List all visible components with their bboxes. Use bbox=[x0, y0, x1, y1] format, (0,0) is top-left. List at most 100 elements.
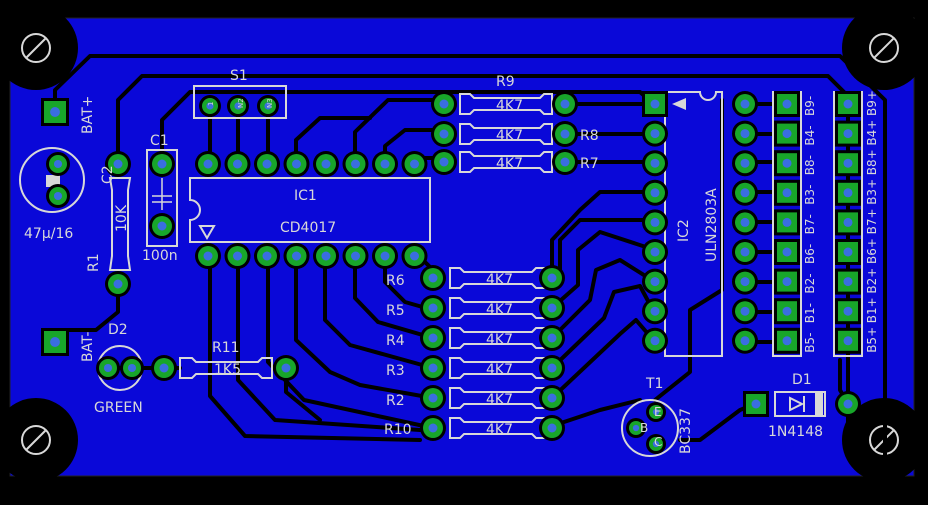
pad-r-low-right-1 bbox=[539, 295, 565, 321]
label-r9-value: 4K7 bbox=[496, 98, 523, 114]
pad-r-top-right-1 bbox=[552, 121, 578, 147]
label-r5-value: 4K7 bbox=[486, 302, 513, 318]
pad-d1-k bbox=[743, 391, 769, 417]
pad-ic2-right-9 bbox=[732, 327, 758, 354]
pad-ic1-bottom-3 bbox=[254, 243, 280, 269]
pad-ic2-left-9 bbox=[642, 327, 668, 354]
conn-label-plus-6: B6+ bbox=[865, 238, 879, 264]
pad-conn-plus-9 bbox=[835, 327, 861, 354]
pad-ic2-right-3 bbox=[732, 150, 758, 177]
label-r6-value: 4K7 bbox=[486, 272, 513, 288]
pad-r-top-left-0 bbox=[431, 91, 457, 117]
pad-ic2-left-7 bbox=[642, 268, 668, 295]
pad-conn-minus-3 bbox=[774, 150, 800, 177]
pad-conn-minus-5 bbox=[774, 209, 800, 236]
pad-t1-c bbox=[646, 434, 666, 454]
pad-ic2-left-3 bbox=[642, 150, 668, 177]
label-r4: R4 bbox=[386, 333, 405, 349]
pad-ic2-right-4 bbox=[732, 179, 758, 206]
silk-text: S1 1 N2 N3 BAT+ BAT- C2 47µ/16 C1 100n R… bbox=[24, 68, 823, 454]
label-d1: D1 bbox=[792, 372, 812, 388]
label-r3-value: 4K7 bbox=[486, 362, 513, 378]
pad-ic2-right-8 bbox=[732, 298, 758, 325]
pad-ic1-top-7 bbox=[372, 151, 398, 177]
silk-marks bbox=[46, 98, 823, 416]
pad-c2-pos bbox=[46, 152, 70, 176]
pad-r-top-right-2 bbox=[552, 149, 578, 175]
pad-d1-a bbox=[835, 391, 861, 417]
pad-ic1-bottom-6 bbox=[342, 243, 369, 269]
label-r11-value: 1K5 bbox=[214, 362, 241, 378]
pad-conn-plus-7 bbox=[835, 268, 861, 295]
label-r1-value: 10K bbox=[114, 204, 130, 232]
pad-ic2-right-7 bbox=[732, 268, 758, 295]
label-s1-pin2: N2 bbox=[237, 98, 245, 108]
pad-conn-plus-3 bbox=[835, 150, 861, 177]
conn-label-plus-3: B8+ bbox=[865, 149, 879, 175]
label-r10-value: 4K7 bbox=[486, 422, 513, 438]
pad-r-top-left-1 bbox=[431, 121, 457, 147]
pad-d2-a bbox=[96, 356, 120, 380]
pad-ic1-top-3 bbox=[254, 151, 280, 177]
label-t1-c: C bbox=[654, 435, 662, 449]
label-r8: R8 bbox=[580, 128, 599, 144]
pad-ic1-bottom-2 bbox=[224, 243, 251, 269]
pad-r-low-left-1 bbox=[420, 295, 446, 321]
label-d2-color: GREEN bbox=[94, 400, 143, 416]
pad-r1-bottom bbox=[105, 271, 131, 297]
pad-ic2-right-1 bbox=[732, 91, 758, 117]
pad-ic1-bottom-4 bbox=[283, 243, 310, 269]
label-r1: R1 bbox=[86, 253, 102, 272]
pad-r-low-left-2 bbox=[420, 325, 446, 351]
pad-conn-plus-8 bbox=[835, 298, 861, 325]
pad-r-low-right-4 bbox=[539, 385, 565, 411]
pad-ic2-left-2 bbox=[642, 120, 668, 147]
pad-ic1-top-6 bbox=[342, 151, 369, 177]
label-ic2-part: ULN2803A bbox=[704, 188, 720, 262]
pad-r-low-left-5 bbox=[420, 415, 446, 441]
conn-label-plus-5: B7+ bbox=[865, 208, 879, 234]
pad-ic2-right-2 bbox=[732, 120, 758, 147]
pad-conn-minus-9 bbox=[774, 327, 800, 354]
label-s1: S1 bbox=[230, 68, 248, 84]
conn-label-minus-4: B3- bbox=[803, 185, 817, 205]
pad-conn-minus-7 bbox=[774, 268, 800, 295]
label-r3: R3 bbox=[386, 363, 405, 379]
label-t1-b: B bbox=[640, 421, 648, 435]
label-t1: T1 bbox=[645, 376, 663, 392]
pad-r11-right bbox=[273, 355, 299, 381]
pad-bat-minus bbox=[41, 328, 69, 356]
pad-conn-plus-1 bbox=[835, 91, 861, 117]
pad-ic1-bottom-7 bbox=[372, 243, 398, 269]
conn-label-plus-8: B1+ bbox=[865, 297, 879, 323]
pad-r-low-right-2 bbox=[539, 325, 565, 351]
pad-ic2-right-6 bbox=[732, 239, 758, 265]
pad-r1-top bbox=[105, 151, 131, 177]
pad-conn-plus-4 bbox=[835, 179, 861, 206]
label-r8-value: 4K7 bbox=[496, 128, 523, 144]
label-r2: R2 bbox=[386, 393, 405, 409]
pad-r11-left bbox=[151, 355, 177, 381]
pad-c1-top bbox=[149, 151, 175, 177]
label-ic1: IC1 bbox=[294, 188, 317, 204]
label-r7-value: 4K7 bbox=[496, 156, 523, 172]
label-r4-value: 4K7 bbox=[486, 332, 513, 348]
pad-ic1-bottom-1 bbox=[195, 243, 221, 269]
conn-label-minus-2: B4- bbox=[803, 125, 817, 145]
pad-r-low-right-0 bbox=[539, 265, 565, 291]
label-ic1-part: CD4017 bbox=[280, 220, 336, 236]
label-d1-part: 1N4148 bbox=[768, 424, 823, 440]
pad-conn-plus-5 bbox=[835, 209, 861, 236]
pad-conn-plus-2 bbox=[835, 120, 861, 147]
label-r10: R10 bbox=[384, 422, 412, 438]
pad-ic1-top-4 bbox=[283, 151, 310, 177]
label-bat-minus: BAT- bbox=[80, 332, 96, 362]
pad-c2-neg bbox=[46, 184, 70, 208]
pad-t1-b bbox=[626, 418, 646, 438]
pad-r-low-right-5 bbox=[539, 415, 565, 441]
pad-ic1-top-1 bbox=[195, 151, 221, 177]
pad-r-low-left-0 bbox=[420, 265, 446, 291]
conn-label-plus-2: B4+ bbox=[865, 120, 879, 146]
label-r2-value: 4K7 bbox=[486, 392, 513, 408]
